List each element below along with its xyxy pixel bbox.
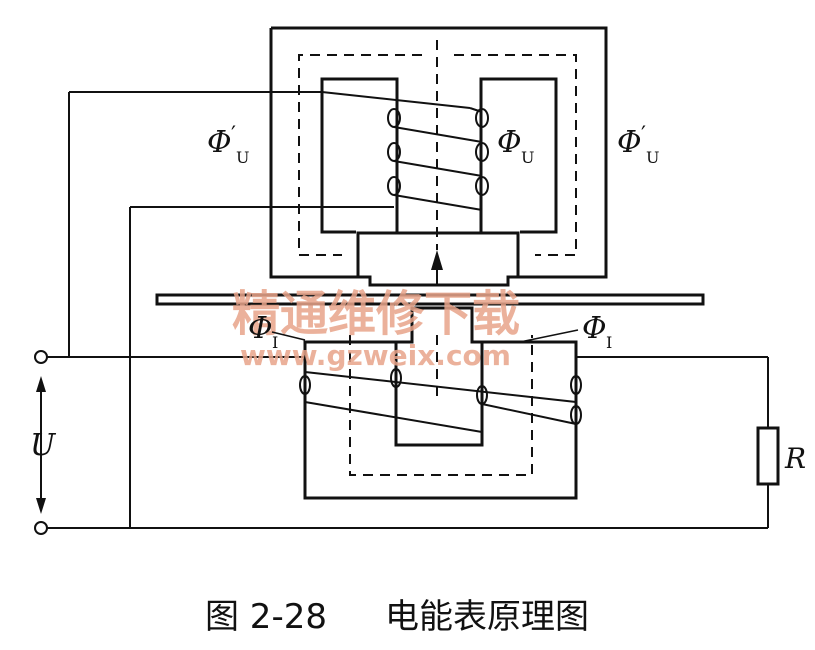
aluminium-disc — [155, 293, 705, 306]
svg-text:Φ: Φ — [582, 311, 607, 346]
current-coil — [299, 368, 582, 433]
terminal-bottom — [34, 521, 48, 535]
svg-text:Φ: Φ — [207, 125, 232, 160]
voltage-electromagnet-core — [269, 26, 608, 287]
svg-text:Φ: Φ — [497, 125, 522, 160]
figure-title: 电能表原理图 — [385, 597, 589, 637]
voltage-coil — [321, 91, 489, 211]
svg-text:′: ′ — [231, 123, 236, 148]
label-resistor: R — [784, 442, 806, 475]
svg-text:I: I — [272, 333, 278, 352]
current-electromagnet-core — [303, 306, 578, 500]
watermark-url: www.gzweix.com — [240, 339, 511, 372]
phi-i-right-pointer — [519, 329, 579, 343]
label-phi-i-right: Φ I — [582, 311, 612, 352]
svg-text:U: U — [521, 148, 534, 167]
watermark-title: 精通维修下载 — [232, 286, 520, 342]
current-flux-path — [349, 335, 533, 476]
svg-text:′: ′ — [641, 123, 646, 148]
label-phi-i-left: Φ I — [248, 311, 278, 352]
label-phi-u-left: Φ ′ U — [207, 123, 249, 167]
center-flux-arrow — [431, 250, 443, 285]
voltage-arrow — [36, 376, 46, 514]
terminal-top — [34, 350, 48, 364]
label-voltage: U — [30, 428, 57, 463]
resistor — [756, 426, 780, 486]
label-phi-u-center: Φ U — [497, 125, 534, 167]
circuit-wiring — [47, 91, 769, 529]
svg-text:U: U — [236, 148, 249, 167]
svg-text:U: U — [646, 148, 659, 167]
svg-text:Φ: Φ — [617, 125, 642, 160]
phi-i-left-pointer — [271, 331, 306, 341]
svg-text:Φ: Φ — [248, 311, 273, 346]
label-phi-u-right: Φ ′ U — [617, 123, 659, 167]
voltage-flux-paths — [298, 40, 577, 256]
svg-text:I: I — [606, 333, 612, 352]
figure-number: 图 2-28 — [205, 597, 327, 637]
